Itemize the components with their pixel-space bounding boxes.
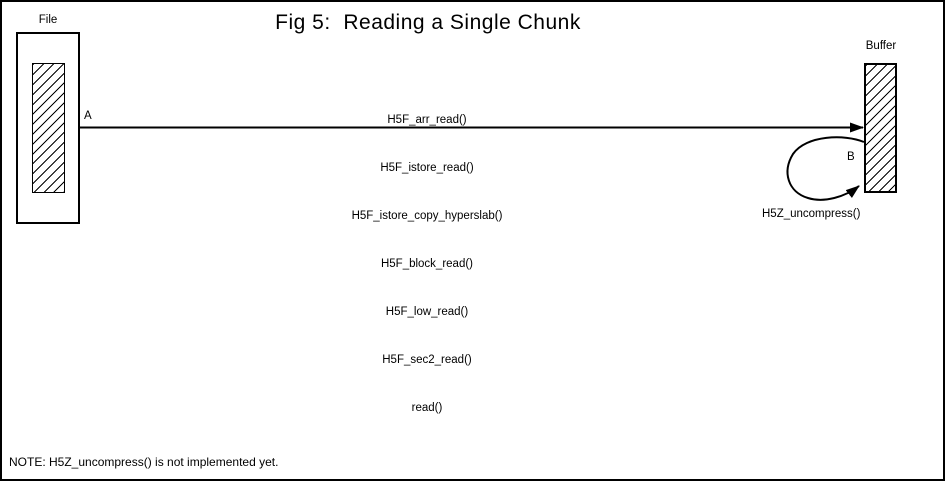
function-label: read() (411, 402, 443, 414)
function-label: H5F_istore_read() (380, 162, 474, 174)
read-call-stack-list: H5F_arr_read() H5F_istore_read() H5F_ist… (327, 80, 527, 448)
arrow-b-label: B (847, 151, 855, 163)
function-label: H5F_low_read() (385, 306, 469, 318)
function-label: H5F_block_read() (380, 258, 474, 270)
arrow-a-label: A (84, 110, 92, 122)
uncompress-loop-arrow (786, 136, 865, 201)
uncompress-function-label: H5Z_uncompress() (762, 208, 861, 220)
figure-title: Fig 5: Reading a Single Chunk (275, 11, 581, 34)
file-chunk-hatched-rect (32, 63, 65, 193)
buffer-hatched-rect (864, 63, 897, 193)
note-text: NOTE: H5Z_uncompress() is not implemente… (9, 455, 279, 469)
function-label: H5F_sec2_read() (382, 354, 472, 366)
file-label: File (38, 14, 58, 26)
function-label: H5F_istore_copy_hyperslab() (351, 210, 503, 222)
function-label: H5F_arr_read() (387, 114, 467, 126)
buffer-label: Buffer (865, 40, 897, 52)
